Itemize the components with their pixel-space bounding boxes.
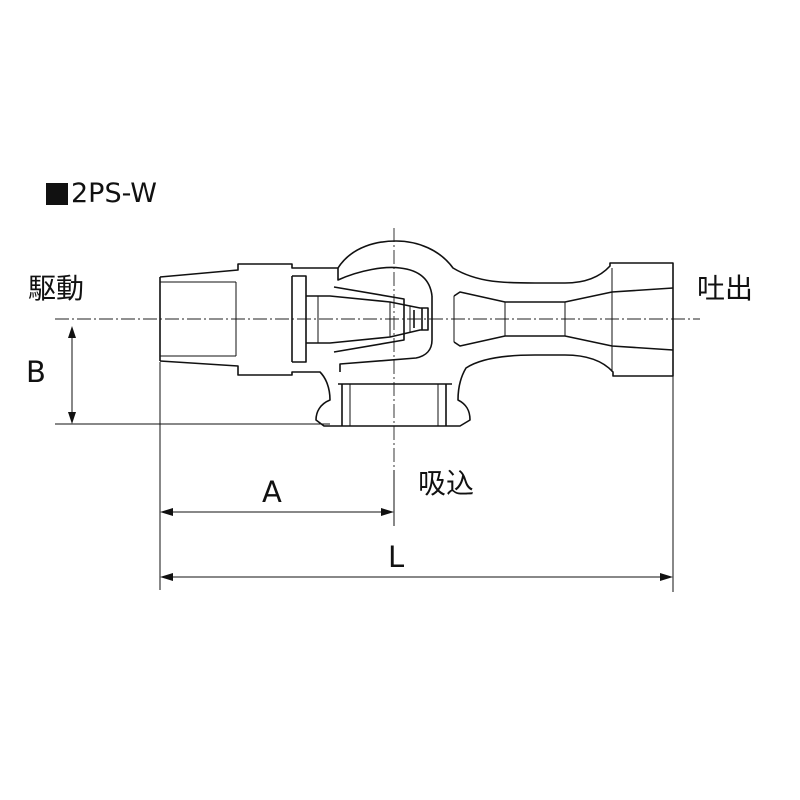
drive-label: 駆動: [28, 272, 85, 305]
square-bullet-icon: [46, 182, 68, 205]
model-title: 2PS-W: [46, 180, 157, 207]
discharge-label: 吐出: [697, 272, 754, 305]
suction-label: 吸込: [418, 467, 475, 500]
pump-internals: [291, 266, 674, 426]
dimension-b-label: B: [26, 355, 46, 389]
dimension-l-label: L: [388, 540, 405, 574]
model-title-text: 2PS-W: [71, 178, 157, 209]
dimension-lines: [55, 326, 674, 592]
pump-body-outline: [159, 240, 674, 427]
center-lines: [55, 228, 700, 470]
dimension-a-label: A: [262, 475, 282, 509]
